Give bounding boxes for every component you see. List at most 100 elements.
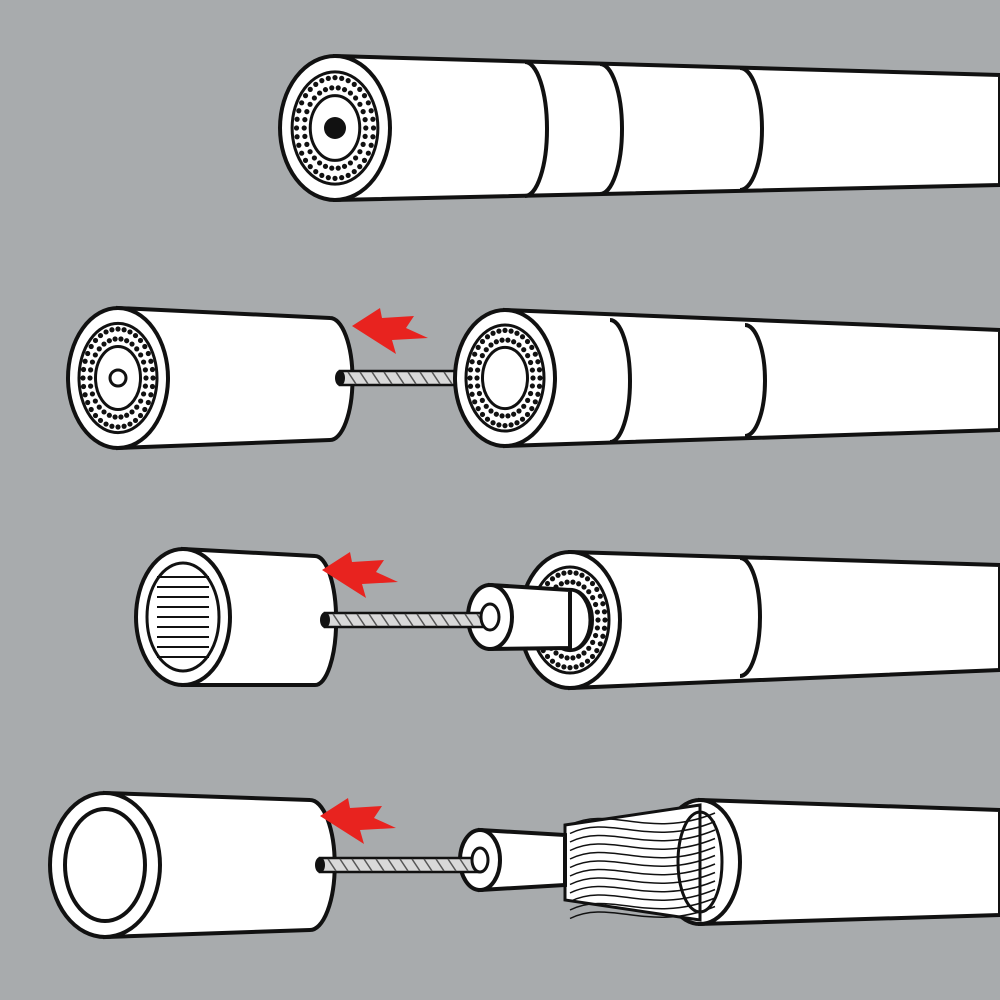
shield-strand-dot [368,108,374,114]
shield-strand-dot [467,375,473,381]
shield-strand-dot [516,342,522,348]
shield-strand-dot [109,423,115,429]
shield-strand-dot [493,411,499,417]
shield-strand-dot [561,664,567,670]
red-arrow-left-icon [320,798,396,844]
shield-strand-dot [89,359,96,365]
shield-strand-dot [96,404,102,410]
shield-strand-dot [322,87,329,93]
cable-intact-end-dots-outer [293,75,377,181]
shield-strand-dot [304,109,310,115]
shield-strand-dot [472,399,478,405]
shield-strand-dot [143,375,149,381]
shield-strand-dot [564,579,570,585]
shield-strand-dot [564,655,570,661]
cable-step3-body [568,549,1000,691]
shield-strand-dot [600,601,606,607]
braid-strand [569,871,716,886]
shield-strand-dot [106,412,112,418]
shield-strand-dot [296,108,302,114]
shield-strand-dot [307,101,313,107]
wire-tip [315,857,325,873]
shield-strand-dot [499,337,505,343]
shield-strand-dot [490,420,496,426]
shield-strand-dot [103,329,109,335]
jacket-band [744,323,767,438]
shield-strand-dot [332,175,338,181]
shield-strand-dot [589,653,596,660]
shield-strand-dot [92,412,99,419]
shield-strand-dot [311,95,317,101]
jacket-band [739,556,762,678]
braid-strand [569,880,716,894]
wire-strand [368,613,378,627]
shield-strand-dot [109,327,115,333]
shield-strand-dot [505,337,511,343]
shield-strand-dot [339,75,345,81]
shield-strand-dot [536,383,543,389]
shield-strand-dot [532,351,538,357]
shield-strand-dot [149,383,156,390]
wire-strand [339,858,349,872]
shield-strand-dot [549,576,556,582]
cable-step2-end-dielectric [481,345,529,411]
shield-strand-dot [589,580,596,587]
shield-strand-dot [601,609,608,615]
shield-strand-dot [600,633,606,639]
shield-strand-dot [521,347,527,353]
cable-step2-end-dots-outer [467,327,543,429]
braid-strand [569,863,716,877]
shield-strand-dot [488,342,494,348]
shield-strand-dot [335,165,341,171]
shield-strand-dot [519,416,526,422]
shield-strand-dot [304,141,310,147]
cable-intact [278,53,1000,203]
shield-strand-dot [594,609,600,615]
wire-strand [459,858,469,872]
shield-strand-dot [103,421,109,427]
shield-strand-dot [362,133,368,139]
shield-strand-dot [514,330,520,336]
shield-strand-dot [129,341,135,347]
shield-strand-dot [555,572,561,578]
shield-strand-dot [586,645,592,651]
wire-strand [347,371,357,385]
shield-strand-dot [536,367,543,373]
wire-strand [428,613,438,627]
shield-strand-dot [558,653,564,659]
shield-strand-dot [508,422,514,428]
wire-strand [392,613,402,627]
shield-strand-dot [145,350,151,357]
wire-strand [380,613,390,627]
shield-strand-dot [142,343,148,350]
wire-strand [464,613,474,627]
shield-strand-dot [92,337,99,344]
shield-strand-dot [502,423,508,429]
stripped-jacket-piece-end-dots-outer [80,326,156,430]
shield-strand-dot [594,586,600,593]
shield-strand-dot [127,329,133,335]
shield-strand-dot [134,346,140,352]
shield-strand-dot [353,95,359,101]
shield-strand-dot [335,85,341,91]
shield-strand-dot [142,383,148,389]
wire-strand [359,371,369,385]
shield-strand-dot [530,375,536,381]
shield-strand-dot [484,334,491,340]
shield-strand-dot [118,414,124,420]
shield-strand-dot [332,75,338,81]
shield-strand-dot [80,375,86,381]
shield-strand-dot [92,352,98,358]
shield-strand-dot [360,109,366,115]
shield-strand-dot [579,662,585,668]
shield-strand-dot [368,142,374,148]
shield-strand-dot [594,647,600,654]
shield-strand-dot [294,116,300,122]
shield-strand-dot [88,406,94,413]
shield-strand-dot [516,408,522,414]
braid-strand [569,812,716,826]
shield-strand-dot [82,392,88,398]
cable-step2-end-dots-inner [474,337,536,419]
shield-strand-dot [96,346,102,352]
wire-strand [419,371,429,385]
